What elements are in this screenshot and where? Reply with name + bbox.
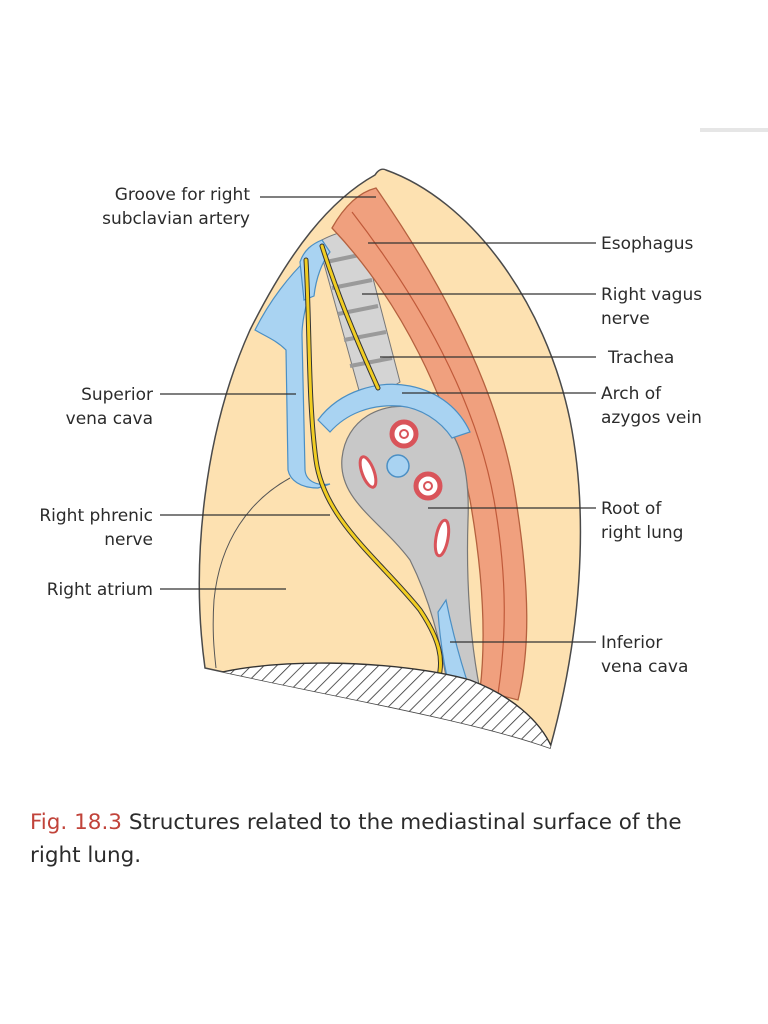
label-right-atrium: Right atrium [47,580,153,600]
figure-caption: Fig. 18.3 Structures related to the medi… [30,806,720,872]
label-ivc-line1: Inferior [601,633,662,653]
label-groove-line1: Groove for right [115,185,251,205]
caption-text: Structures related to the mediastinal su… [30,810,682,868]
right-vagus-nerve-fill [320,244,380,390]
label-groove-line2: subclavian artery [102,209,250,229]
label-right-vagus-line2: nerve [601,309,650,329]
figure-number: Fig. 18.3 [30,810,122,835]
label-esophagus: Esophagus [601,234,694,254]
label-ivc-line2: vena cava [601,657,688,677]
leader-lines [160,196,596,643]
label-arch-line1: Arch of [601,384,662,404]
superior-vena-cava-shape [254,257,331,489]
label-right-vagus-line1: Right vagus [601,285,702,305]
label-phrenic-line2: nerve [104,530,153,550]
right-phrenic-nerve-fill [304,258,442,682]
label-trachea: Trachea [607,348,674,368]
label-phrenic-line1: Right phrenic [39,506,153,526]
label-svc-line2: vena cava [66,409,153,429]
root-vessels [358,419,451,558]
label-root-line2: right lung [601,523,683,543]
page-edge-mark [700,128,768,132]
label-root-line1: Root of [601,499,662,519]
right-atrium-outline [212,477,291,669]
esophagus-stripe [351,211,505,695]
label-arch-line2: azygos vein [601,408,702,428]
label-svc-line1: Superior [81,385,153,405]
